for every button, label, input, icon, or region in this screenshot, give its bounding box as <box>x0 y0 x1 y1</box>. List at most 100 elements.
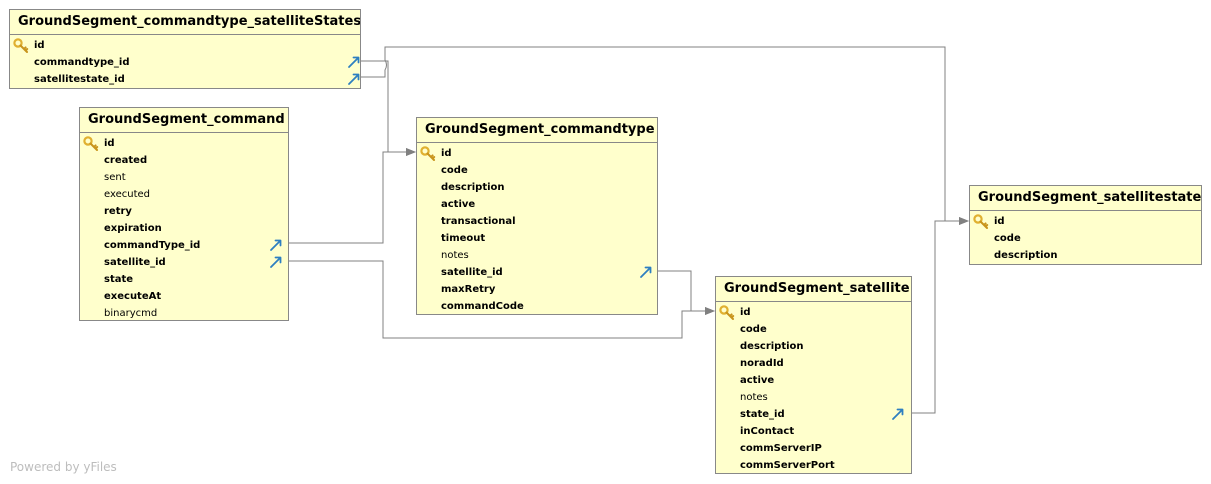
field-row[interactable]: description <box>417 179 657 196</box>
link-cst-satellitestate <box>361 46 969 225</box>
field-name: id <box>441 148 452 159</box>
field-row[interactable]: satellite_id <box>417 264 657 281</box>
field-row[interactable]: retry <box>80 203 288 220</box>
field-row[interactable]: description <box>716 338 911 355</box>
field-row[interactable]: executeAt <box>80 288 288 305</box>
field-row[interactable]: transactional <box>417 213 657 230</box>
field-name: code <box>441 165 468 176</box>
field-row[interactable]: description <box>970 247 1201 264</box>
field-row[interactable]: id <box>10 37 360 54</box>
field-name: code <box>740 324 767 335</box>
table-title: GroundSegment_commandtype_satelliteState… <box>10 10 360 35</box>
field-name: commandCode <box>441 301 524 312</box>
field-row[interactable]: active <box>417 196 657 213</box>
field-name: timeout <box>441 233 486 244</box>
field-name: description <box>994 250 1058 261</box>
link-command-commandtype <box>288 148 416 244</box>
field-row[interactable]: code <box>970 230 1201 247</box>
field-name: binarycmd <box>104 308 158 319</box>
field-name: transactional <box>441 216 516 227</box>
table-title: GroundSegment_satellite <box>716 277 911 302</box>
table-commandtype[interactable]: GroundSegment_commandtype id code descript… <box>416 117 658 315</box>
field-row[interactable]: state_id <box>716 406 911 423</box>
field-name: commServerPort <box>740 460 835 471</box>
field-name: expiration <box>104 223 162 234</box>
field-row[interactable]: inContact <box>716 423 911 440</box>
link-commandtype-satellite <box>657 270 715 315</box>
field-row[interactable]: id <box>417 145 657 162</box>
field-name: commServerIP <box>740 443 822 454</box>
field-name: id <box>34 40 45 51</box>
field-name: created <box>104 155 148 166</box>
key-icon <box>13 38 29 53</box>
field-name: active <box>441 199 476 210</box>
field-row[interactable]: binarycmd <box>80 305 288 322</box>
foreign-key-arrow-icon <box>639 265 653 279</box>
field-row[interactable]: expiration <box>80 220 288 237</box>
field-name: state <box>104 274 134 285</box>
field-row[interactable]: id <box>80 135 288 152</box>
field-row[interactable]: sent <box>80 169 288 186</box>
field-name: executed <box>104 189 150 200</box>
link-command-satellite <box>288 260 715 339</box>
field-name: code <box>994 233 1021 244</box>
field-row[interactable]: commandtype_id <box>10 54 360 71</box>
field-name: description <box>441 182 505 193</box>
field-name: id <box>104 138 115 149</box>
field-row[interactable]: state <box>80 271 288 288</box>
field-name: executeAt <box>104 291 162 302</box>
field-name: notes <box>740 392 768 403</box>
field-name: noradId <box>740 358 784 369</box>
foreign-key-arrow-icon <box>269 255 283 269</box>
field-row[interactable]: id <box>970 213 1201 230</box>
field-row[interactable]: active <box>716 372 911 389</box>
field-name: sent <box>104 172 126 183</box>
field-name: satellite_id <box>441 267 503 278</box>
foreign-key-arrow-icon <box>347 72 361 86</box>
field-row[interactable]: timeout <box>417 230 657 247</box>
field-name: satellitestate_id <box>34 74 125 85</box>
field-row[interactable]: created <box>80 152 288 169</box>
field-row[interactable]: noradId <box>716 355 911 372</box>
field-row[interactable]: satellite_id <box>80 254 288 271</box>
table-command[interactable]: GroundSegment_command id created sent execu… <box>79 107 289 321</box>
table-satellite[interactable]: GroundSegment_satellite id code descriptio… <box>715 276 912 474</box>
table-title: GroundSegment_commandtype <box>417 118 657 143</box>
key-icon <box>83 136 99 151</box>
field-name: maxRetry <box>441 284 496 295</box>
foreign-key-arrow-icon <box>891 407 905 421</box>
field-row[interactable]: notes <box>417 247 657 264</box>
field-row[interactable]: executed <box>80 186 288 203</box>
key-icon <box>719 305 735 320</box>
field-name: notes <box>441 250 469 261</box>
powered-by-footer: Powered by yFiles <box>10 460 117 474</box>
foreign-key-arrow-icon <box>347 55 361 69</box>
field-name: commandType_id <box>104 240 201 251</box>
field-row[interactable]: commServerIP <box>716 440 911 457</box>
field-row[interactable]: satellitestate_id <box>10 71 360 88</box>
field-row[interactable]: commServerPort <box>716 457 911 474</box>
key-icon <box>973 214 989 229</box>
field-name: state_id <box>740 409 785 420</box>
field-row[interactable]: code <box>716 321 911 338</box>
field-row[interactable]: commandType_id <box>80 237 288 254</box>
field-row[interactable]: maxRetry <box>417 281 657 298</box>
field-name: commandtype_id <box>34 57 130 68</box>
field-row[interactable]: code <box>417 162 657 179</box>
field-name: retry <box>104 206 132 217</box>
link-satellite-satellitestate <box>910 217 969 414</box>
table-title: GroundSegment_command <box>80 108 288 133</box>
field-row[interactable]: notes <box>716 389 911 406</box>
field-row[interactable]: id <box>716 304 911 321</box>
field-row[interactable]: commandCode <box>417 298 657 315</box>
field-name: inContact <box>740 426 795 437</box>
table-commandtype-satellitestates[interactable]: GroundSegment_commandtype_satelliteState… <box>9 9 361 89</box>
foreign-key-arrow-icon <box>269 238 283 252</box>
field-name: id <box>740 307 751 318</box>
field-name: satellite_id <box>104 257 166 268</box>
field-name: description <box>740 341 804 352</box>
field-name: active <box>740 375 775 386</box>
field-name: id <box>994 216 1005 227</box>
